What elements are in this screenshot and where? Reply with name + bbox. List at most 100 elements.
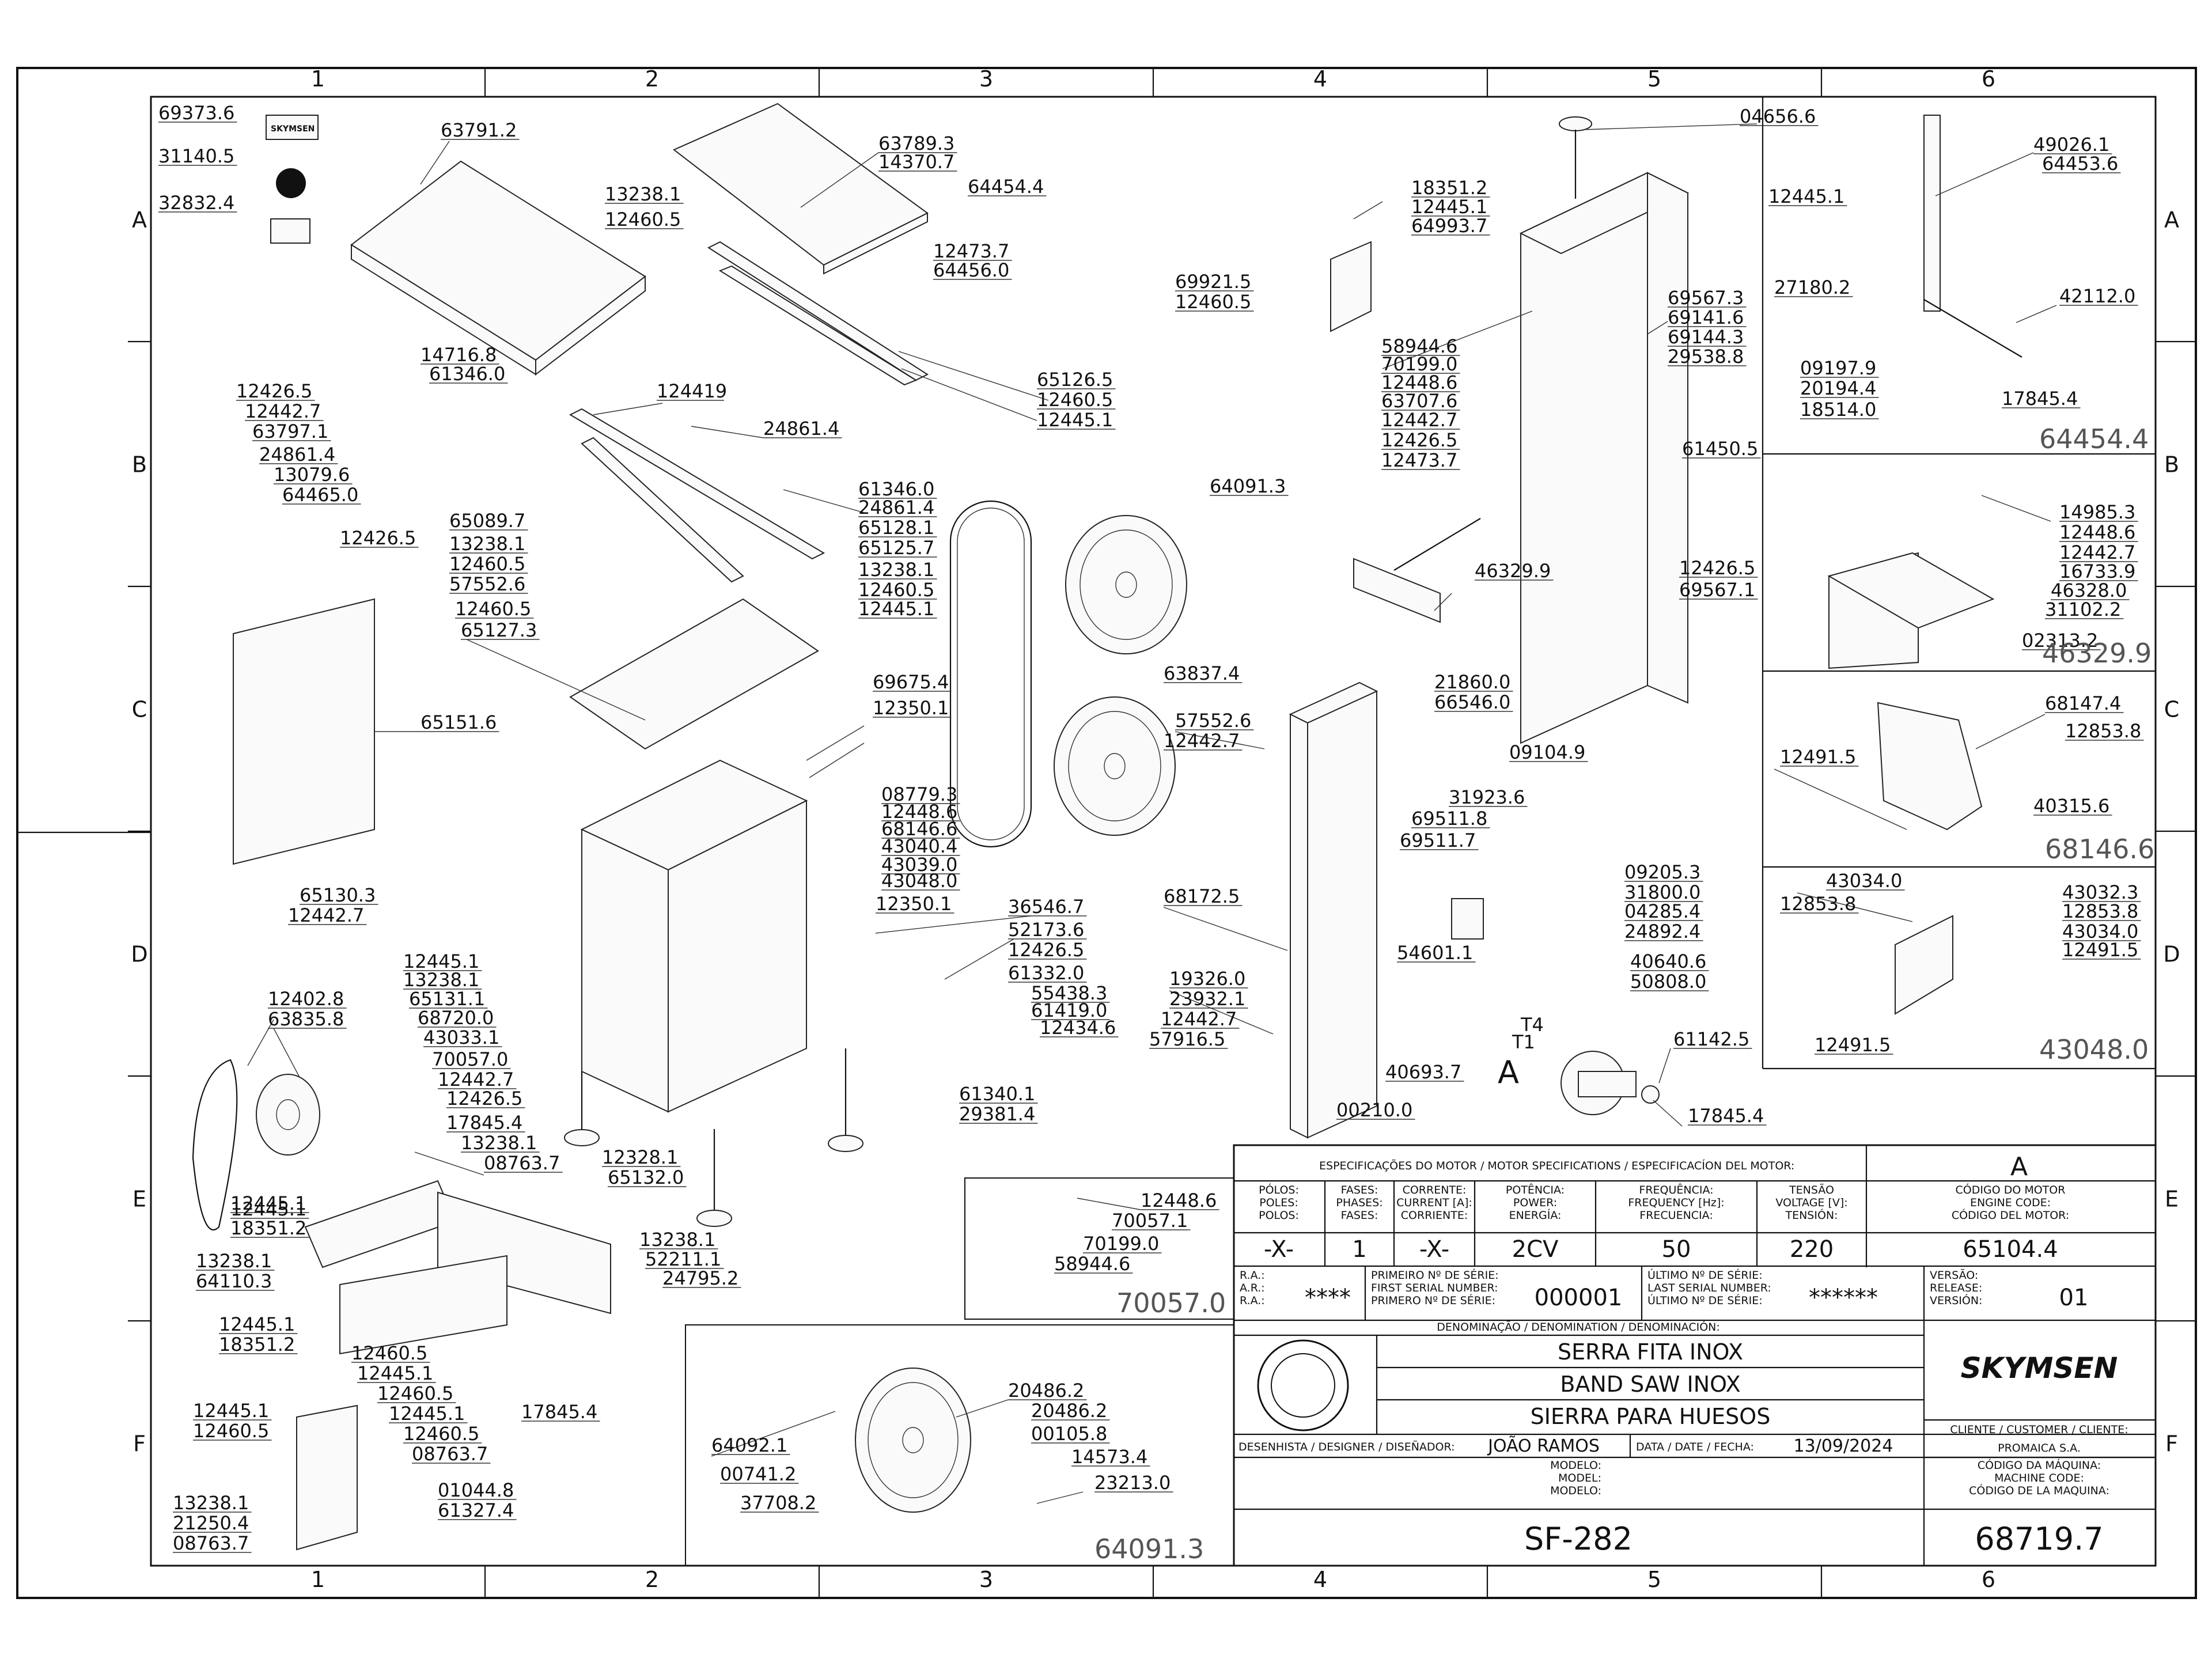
part-number-label: 68147.4 [2045,692,2121,714]
contactor-icon [1451,898,1484,940]
grid-col-label: 6 [1982,66,1995,92]
part-number-label: 17845.4 [2002,388,2078,410]
part-number-label: 69511.8 [1411,808,1487,830]
part-number-label: 61346.0 [858,478,934,500]
part-number-label: 14370.7 [878,151,955,173]
part-number-label: 69567.3 [1668,287,1744,309]
grid-col-label: 1 [311,1567,325,1592]
col-frequency-label: FREQUÊNCIA:FREQUENCY [Hz]:FRECUENCIA: [1628,1183,1724,1222]
leader-lines [247,123,2057,1504]
authorized-service-stamp-icon [1257,1339,1349,1431]
date-label: DATA / DATE / FECHA: [1636,1441,1754,1453]
part-number-label: 64110.3 [196,1270,272,1292]
col-phases-label: FASES:PHASES:FASES: [1336,1184,1382,1222]
part-number-label: 31923.6 [1449,786,1525,808]
part-number-label: 13238.1 [173,1492,249,1514]
grid-row-label: D [2163,942,2180,967]
last-serial-label: ÚLTIMO Nº DE SÉRIE:LAST SERIAL NUMBER:ÚL… [1647,1268,1771,1307]
part-number-label: 12491.5 [1780,746,1856,768]
part-number-label: 27180.2 [1774,276,1850,298]
part-number-label: 12460.5 [605,209,681,230]
part-number-label: 17845.4 [1688,1105,1764,1127]
title-block-lines [685,96,2157,1567]
part-number-label: 70199.0 [1381,353,1457,375]
part-number-label: 49026.1 [2033,134,2109,156]
name-es: SIERRA PARA HUESOS [1531,1404,1771,1429]
part-number-label: 12445.1 [389,1403,465,1425]
part-number-label: 24892.4 [1624,921,1700,942]
part-number-label: 54601.1 [1397,942,1473,964]
part-number-label: 08763.7 [412,1443,488,1465]
part-number-label: 24861.4 [858,497,934,518]
part-number-label: 12445.1 [1037,409,1113,431]
machine-code-label: CÓDIGO DA MÁQUINA:MACHINE CODE:CÓDIGO DE… [1969,1458,2109,1497]
part-number-label: 61332.0 [1008,962,1084,984]
part-number-label: 14716.8 [421,344,497,366]
part-number-label: 63835.8 [268,1008,344,1030]
part-number-label: 65126.5 [1037,369,1113,391]
part-number-label: 64091.3 [1210,475,1286,497]
part-number-label: 12402.8 [268,988,344,1010]
part-number-label: 08763.7 [484,1152,560,1174]
part-number-label: 43039.0 [881,854,957,876]
part-number-label: 69567.1 [1679,579,1755,601]
part-number-label: 12460.5 [377,1382,453,1404]
motor-pulley-shape [256,1074,320,1156]
part-number-label: 00105.8 [1031,1423,1107,1445]
detail-box-ids: 64454.446329.968146.643048.070057.064091… [1094,423,2154,1565]
part-number-label: 12426.5 [1679,557,1755,579]
part-number-label: 69921.5 [1175,271,1251,293]
part-number-label: 57552.6 [1175,710,1251,732]
version-value: 01 [2059,1285,2089,1311]
sticker-logo-icon [266,115,319,140]
view-arrow-a: A [1498,1054,1519,1090]
upper-wheel-shape [1065,515,1187,654]
part-number-label: 08779.3 [881,783,957,805]
client-value: PROMAICA S.A. [1998,1442,2081,1455]
grid-row-label: C [132,697,147,722]
part-number-label: 12448.6 [1381,372,1457,393]
part-number-label: 18351.2 [219,1334,295,1355]
part-number-label: 64456.0 [933,259,1009,281]
part-number-label: 20194.4 [1800,377,1876,399]
part-number-label: 12350.1 [876,893,952,915]
part-number-label: 65131.1 [409,988,485,1010]
col-current-label: CORRENTE:CURRENT [A]:CORRIENTE: [1396,1184,1472,1222]
part-number-label: 12473.7 [933,240,1009,262]
part-number-label: 42112.0 [2059,285,2135,307]
part-number-label: 12445.1 [858,598,934,620]
last-serial-value: ****** [1809,1285,1878,1311]
part-number-label: 13238.1 [858,559,934,581]
part-number-label: 13079.6 [274,464,350,486]
part-number-label: 64453.6 [2042,153,2118,175]
part-number-label: 58944.6 [1381,335,1457,357]
name-pt: SERRA FITA INOX [1558,1339,1743,1365]
part-number-label: 19326.0 [1169,968,1245,990]
part-number-label: 18351.2 [230,1217,306,1239]
part-number-label: 69373.6 [158,102,234,124]
grid-row-label: B [2164,452,2179,478]
part-number-label: 40640.6 [1630,950,1706,972]
part-number-label: 21250.4 [173,1512,249,1534]
motor-shape [1560,1051,1660,1115]
part-number-label: 12448.6 [1141,1190,1217,1211]
part-number-label: 12460.5 [351,1342,427,1364]
part-number-label: 18351.2 [1411,177,1487,199]
part-number-label: 70057.0 [432,1048,508,1070]
part-number-label: 16733.9 [2059,560,2135,582]
grid-col-label: 6 [1982,1567,1995,1592]
machine-code-value: 68719.7 [1975,1521,2103,1557]
grid-col-label: 5 [1647,66,1661,92]
ra-label: R.A.:A.R.:R.A.: [1240,1269,1265,1307]
part-number-label: 12460.5 [193,1420,269,1442]
part-number-label: 12853.8 [2065,720,2141,742]
part-number-label: 43040.4 [881,835,957,857]
grid-row-label: F [2165,1431,2178,1457]
part-number-label: 12473.7 [1381,449,1457,471]
part-number-label: 23932.1 [1169,988,1245,1010]
part-number-label: 63707.6 [1381,390,1457,412]
motor-code-value: 65104.4 [1963,1236,2058,1263]
